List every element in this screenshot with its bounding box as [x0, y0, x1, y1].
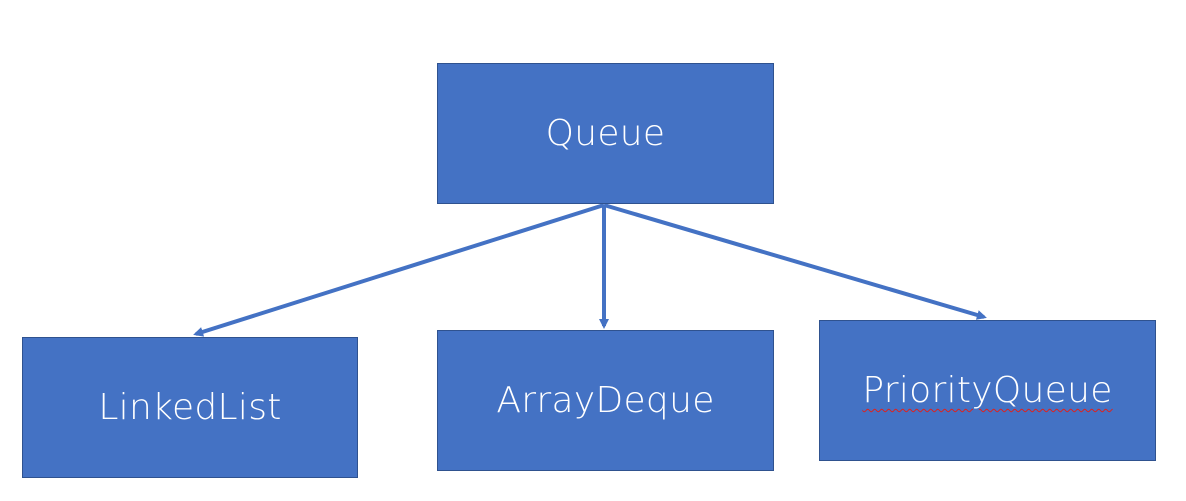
priorityqueue-node-label: PriorityQueue — [862, 370, 1113, 411]
arraydeque-node-label: ArrayDeque — [496, 380, 715, 421]
queue-node-label: Queue — [545, 113, 666, 154]
priorityqueue-node[interactable]: PriorityQueue — [819, 320, 1156, 461]
linkedlist-node[interactable]: LinkedList — [22, 337, 358, 478]
arraydeque-node[interactable]: ArrayDeque — [437, 330, 774, 471]
arrow-queue-to-linkedlist — [193, 203, 605, 337]
arrow-queue-to-priorityqueue — [603, 203, 987, 320]
linkedlist-node-label: LinkedList — [98, 387, 282, 428]
queue-node[interactable]: Queue — [437, 63, 774, 204]
